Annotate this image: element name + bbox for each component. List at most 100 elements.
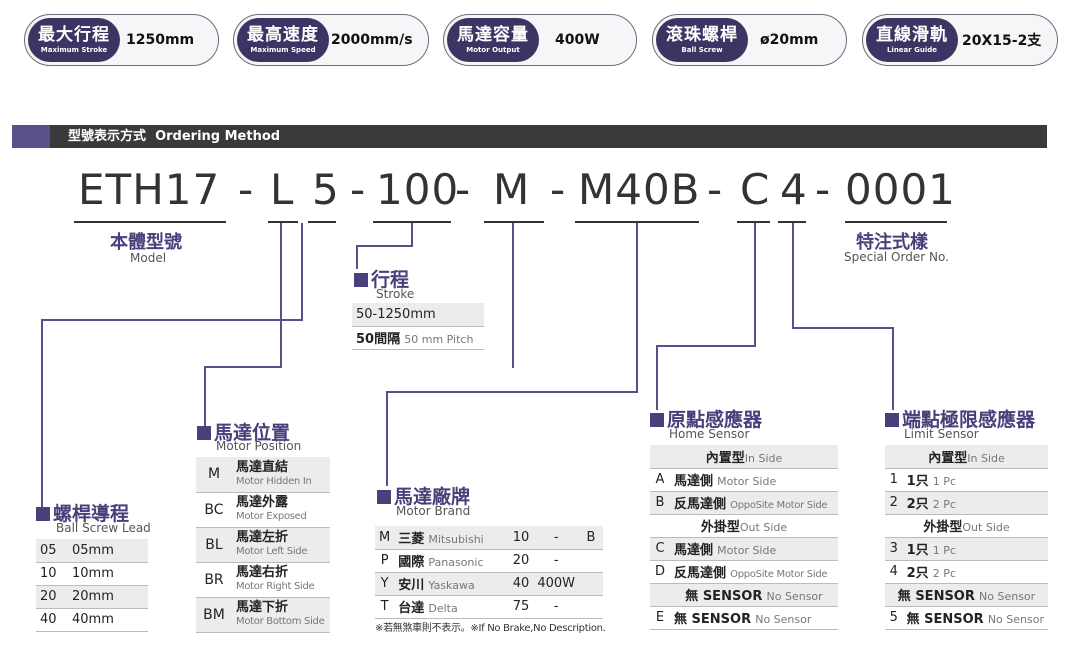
limit-sensor-title: 端點極限感應器 [885,405,1035,432]
table-row: 無 SENSOR No Sensor [650,583,838,607]
model-title: 本體型號 [110,232,182,253]
table-row: 外掛型Out Side [650,514,838,538]
brand-note: ※若無煞車則不表示。※If No Brake,No Description. [375,623,606,634]
connector-line [204,366,282,368]
code-dash: - [550,165,567,214]
brand-subtitle: Motor Brand [396,504,471,518]
limit-sensor-subtitle: Limit Sensor [904,427,979,441]
position-subtitle: Motor Position [216,439,302,453]
code-dash: - [350,165,367,214]
code-position: L [270,165,295,214]
bullet-square-icon [377,490,391,504]
code-brand: M [493,165,531,214]
spec-value: 20X15-2支 [962,33,1042,49]
connector-line [892,327,894,410]
underline [268,221,298,223]
home-sensor-title: 原點感應器 [650,405,762,432]
connector-line [41,319,303,321]
underline [845,221,947,223]
connector-line [512,223,514,368]
underline [308,221,336,223]
connector-line [386,391,388,486]
bullet-square-icon [354,273,368,287]
bullet-square-icon [36,507,50,521]
lead-subtitle: Ball Screw Lead [56,521,151,535]
connector-line [280,223,282,368]
code-lead: 5 [312,165,340,214]
code-limit-sensor: 4 [780,165,808,214]
code-model: ETH17 [78,165,221,214]
spec-value: 2000mm/s [331,32,413,48]
section-accent [12,125,50,148]
code-dash: - [707,165,724,214]
spec-value: ø20mm [760,32,819,48]
connector-line [656,345,658,410]
code-stroke: 100 [376,165,460,214]
special-title: 特注式樣 [856,232,928,253]
bullet-square-icon [885,413,899,427]
connector-line [656,345,756,347]
underline [484,221,544,223]
connector-line [754,223,756,347]
table-row: 50間隔 50 mm Pitch [352,326,484,350]
code-motor: M40B [578,165,701,214]
connector-line [411,223,413,247]
bullet-square-icon [650,413,664,427]
connector-line [41,319,43,514]
spec-value: 1250mm [126,32,195,48]
stroke-subtitle: Stroke [376,287,415,301]
connector-line [356,245,358,269]
connector-line [386,391,638,393]
stroke-table: 50-1250mm 50間隔 50 mm Pitch [352,303,484,350]
brand-title: 馬達廠牌 [377,482,470,509]
position-title: 馬達位置 [197,418,290,445]
code-special: 0001 [845,165,956,214]
connector-line [301,223,303,321]
underline [737,221,770,223]
special-subtitle: Special Order No. [844,250,949,264]
model-subtitle: Model [130,251,167,265]
table-row: 內置型In Side [885,445,1048,469]
spec-value: 400W [555,32,600,48]
underline [575,221,699,223]
underline [74,221,226,223]
table-row: 50-1250mm [352,303,484,327]
stroke-title: 行程 [354,265,409,292]
bullet-square-icon [197,426,211,440]
table-row: 內置型In Side [650,445,838,469]
home-sensor-subtitle: Home Sensor [669,427,750,441]
connector-line [204,366,206,434]
underline [373,221,451,223]
connector-line [356,245,413,247]
table-row: 無 SENSOR No Sensor [885,583,1048,607]
code-dash: - [238,165,255,214]
